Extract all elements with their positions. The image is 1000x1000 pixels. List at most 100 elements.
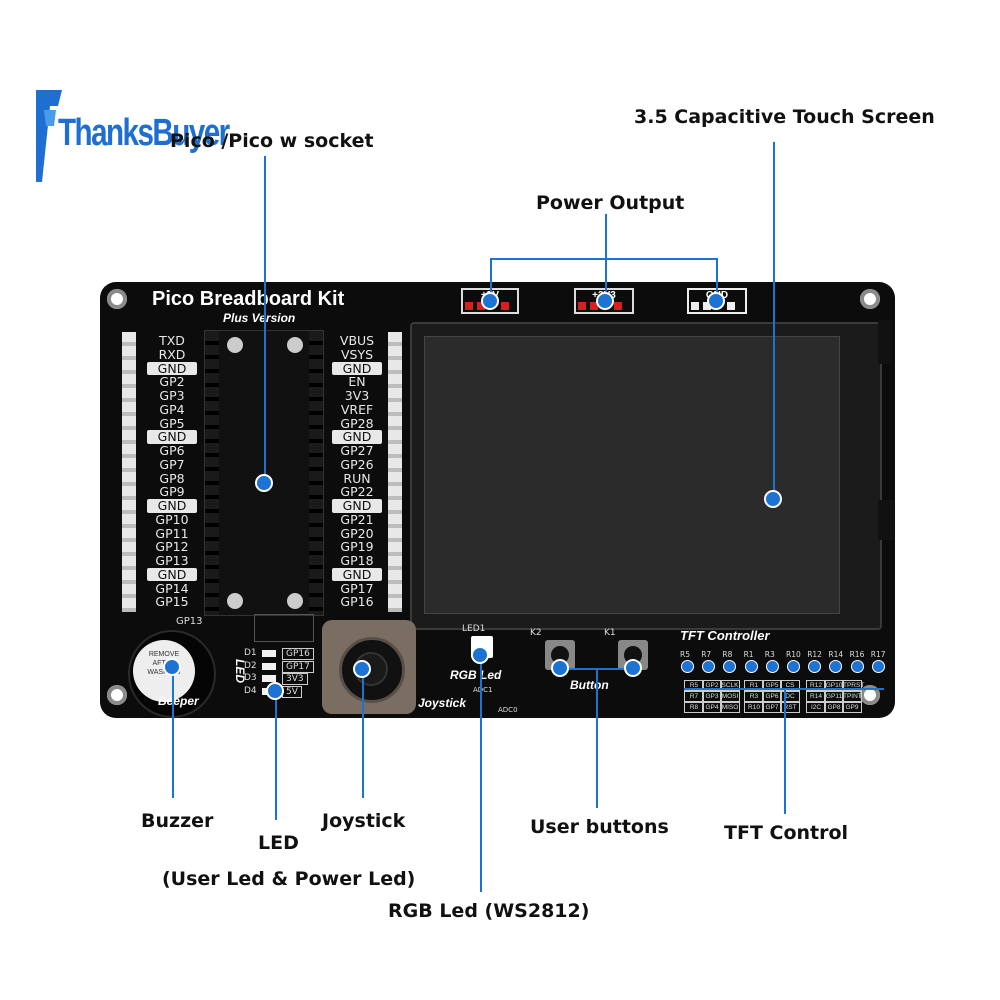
touch-screen[interactable] bbox=[424, 336, 840, 614]
tft-jumper-cell: R7 bbox=[684, 691, 704, 702]
right-header bbox=[388, 332, 402, 612]
pointer-dot-gnd bbox=[707, 292, 725, 310]
tft-resistor-label: R12 bbox=[807, 650, 822, 659]
tft-jumper-cell: CS bbox=[780, 680, 800, 691]
pin-label: GP19 bbox=[340, 539, 374, 555]
pin-label: GP10 bbox=[155, 511, 189, 527]
pin-label: GP22 bbox=[340, 484, 374, 500]
pointer-dot-tft bbox=[681, 660, 694, 673]
tft-jumper-cell: DC bbox=[780, 691, 800, 702]
tft-resistor-label: R16 bbox=[849, 650, 865, 659]
pin-label: GND bbox=[147, 361, 197, 376]
pin-label: GP4 bbox=[159, 401, 185, 417]
tft-jumper-cell: SCLK bbox=[720, 680, 740, 691]
led-resistors bbox=[254, 614, 314, 642]
pin-label: GP12 bbox=[155, 539, 189, 555]
tft-jumper-cell: R14 bbox=[806, 691, 826, 702]
tft-jumper-cell: R12 bbox=[806, 680, 826, 691]
pointer-dot-tft bbox=[829, 660, 843, 673]
led-label: GP16 bbox=[282, 648, 314, 660]
pin-label: GP3 bbox=[159, 388, 185, 403]
callout-rgb: RGB Led (WS2812) bbox=[388, 900, 590, 922]
pin-label: GP5 bbox=[159, 415, 185, 431]
tft-jumper-cell: GP2 bbox=[702, 680, 722, 691]
led-indicator bbox=[262, 650, 276, 657]
tft-jumper-cell: RST bbox=[780, 702, 800, 713]
pin-label: GND bbox=[147, 568, 197, 582]
tft-jumper-cell: GP5 bbox=[762, 680, 782, 691]
callout-tft: TFT Control bbox=[724, 822, 849, 844]
joystick-board-label: Joystick bbox=[418, 696, 467, 710]
led-label: GP17 bbox=[282, 660, 314, 673]
pin-label: GND bbox=[332, 361, 382, 376]
tft-jumper-cell: GP7 bbox=[762, 702, 782, 713]
callout-buttons: User buttons bbox=[530, 816, 669, 838]
led-id: D3 bbox=[244, 673, 257, 683]
tft-resistor-label: R7 bbox=[701, 650, 712, 659]
pin-label: TXD bbox=[159, 333, 185, 348]
callout-buzzer: Buzzer bbox=[141, 810, 214, 832]
tft-resistor-label: R1 bbox=[743, 650, 754, 659]
led-id: D4 bbox=[244, 685, 257, 696]
tft-jumper-cell: R3 bbox=[744, 691, 764, 702]
callout-joystick: Joystick bbox=[322, 810, 406, 832]
tft-jumper-cell: GP8 bbox=[824, 702, 844, 713]
pointer-dot-tft bbox=[702, 660, 716, 673]
tft-jumper-cell: GP11 bbox=[824, 691, 844, 702]
led-id: D2 bbox=[244, 660, 257, 671]
led-indicator bbox=[262, 662, 276, 670]
beeper-pin-label: GP13 bbox=[176, 616, 203, 627]
pin-label: GP2 bbox=[159, 374, 185, 390]
pin-label: VSYS bbox=[340, 346, 374, 362]
tft-jumper-cell: TPRST bbox=[842, 680, 865, 691]
beeper-label: Beeper bbox=[158, 694, 199, 708]
button-board-label: Button bbox=[570, 678, 609, 692]
pin-label: GP7 bbox=[159, 456, 185, 472]
tft-controller-title: TFT Controller bbox=[680, 628, 770, 643]
callout-led: LED bbox=[258, 832, 299, 854]
pin-label: GP14 bbox=[155, 580, 189, 596]
pointer-dot-screen bbox=[764, 490, 782, 508]
pin-label: GP18 bbox=[340, 553, 374, 568]
pointer-dot-tft bbox=[765, 660, 779, 673]
callout-power: Power Output bbox=[536, 192, 685, 214]
pin-label: GND bbox=[332, 568, 382, 582]
pointer-dot-rgb bbox=[471, 646, 489, 664]
tft-jumper-cell: GP3 bbox=[702, 691, 722, 702]
button-k1-id: K1 bbox=[604, 628, 616, 638]
pin-label: GP20 bbox=[340, 525, 374, 541]
pin-label: GND bbox=[332, 499, 382, 513]
logo-mark-icon bbox=[36, 90, 62, 182]
tft-jumper-cell: GP9 bbox=[842, 702, 862, 713]
tft-jumper-cell: R8 bbox=[684, 702, 704, 713]
callout-screen: 3.5 Capacitive Touch Screen bbox=[634, 106, 935, 128]
left-header bbox=[122, 332, 136, 612]
pin-label: VREF bbox=[340, 401, 374, 417]
pin-label: GP15 bbox=[155, 594, 189, 610]
sd-card-slot bbox=[878, 500, 894, 540]
led-label: 3V3 bbox=[282, 673, 308, 685]
pointer-dot-tft bbox=[850, 660, 864, 673]
led-label: 5V bbox=[282, 685, 302, 698]
mount-hole bbox=[860, 289, 880, 309]
pin-label: GP27 bbox=[340, 443, 374, 458]
pin-label: RXD bbox=[158, 346, 186, 362]
tft-resistor-label: R17 bbox=[870, 650, 886, 659]
pin-label: GP9 bbox=[159, 484, 185, 500]
pointer-dot-joystick bbox=[353, 660, 371, 678]
pointer-dot-led bbox=[266, 682, 284, 700]
board-subtitle: Plus Version bbox=[223, 311, 296, 325]
pin-label: GND bbox=[147, 499, 197, 513]
mount-hole bbox=[860, 685, 880, 705]
board-title: Pico Breadboard Kit bbox=[152, 288, 345, 310]
pointer-dot-socket bbox=[255, 474, 273, 492]
pin-label: 3V3 bbox=[344, 388, 370, 403]
pointer-dot-5v bbox=[481, 292, 499, 310]
pointer-dot-button-k2 bbox=[551, 659, 569, 677]
led-indicator bbox=[262, 675, 276, 682]
pin-label: EN bbox=[348, 374, 366, 390]
tft-jumper-cell: MOSI bbox=[720, 691, 740, 702]
pin-label: RUN bbox=[343, 470, 371, 486]
pointer-dot-button-k1 bbox=[624, 659, 642, 677]
pointer-dot-tft bbox=[723, 660, 737, 673]
